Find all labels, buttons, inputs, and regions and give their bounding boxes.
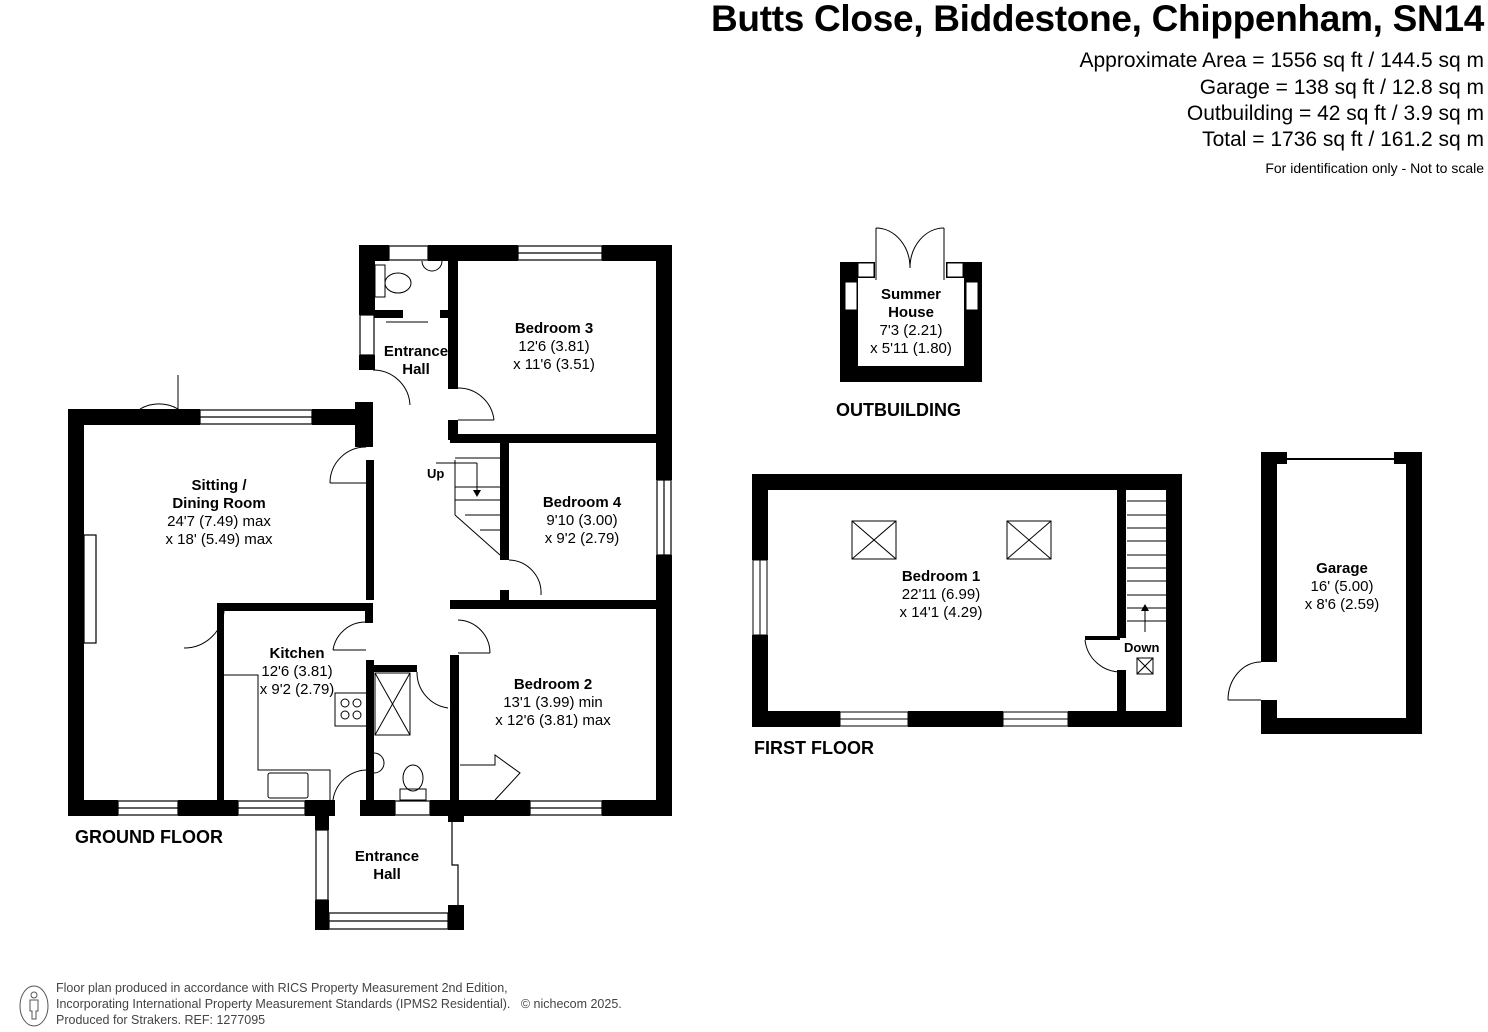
scale-note: For identification only - Not to scale [1265,160,1484,176]
room-summer-house: Summer House 7'3 (2.21) x 5'11 (1.80) [870,286,952,357]
room-bedroom-1: Bedroom 1 22'11 (6.99) x 14'1 (4.29) [899,568,983,621]
garage-walls [1261,452,1422,734]
room-garage: Garage 16' (5.00) x 8'6 (2.59) [1304,560,1380,613]
ground-floor-doors [139,260,542,801]
ground-floor-windows [83,245,672,930]
approximate-area: Approximate Area = 1556 sq ft / 144.5 sq… [1079,49,1485,72]
outbuilding-area: Outbuilding = 42 sq ft / 3.9 sq m [1186,102,1484,125]
outbuilding-windows [844,262,979,311]
outbuilding-label: OUTBUILDING [836,400,961,420]
footer-credits: Floor plan produced in accordance with R… [56,981,622,1027]
ground-floor-walls [68,245,672,930]
first-floor-windows [752,559,1069,727]
copyright: © nichecom 2025. [520,997,622,1011]
ground-floor-label: GROUND FLOOR [75,827,223,847]
room-bedroom-3: Bedroom 3 12'6 (3.81) x 11'6 (3.51) [513,320,595,373]
room-entrance-hall-rear: Entrance Hall [383,343,449,378]
stairs-down-label: Down [1124,640,1160,655]
total-area: Total = 1736 sq ft / 161.2 sq m [1202,128,1484,151]
room-kitchen: Kitchen 12'6 (3.81) x 9'2 (2.79) [259,645,335,698]
room-bedroom-4: Bedroom 4 9'10 (3.00) x 9'2 (2.79) [542,494,622,547]
room-entrance-hall-front: Entrance Hall [354,848,420,883]
property-title: Butts Close, Biddestone, Chippenham, SN1… [710,0,1484,39]
room-bedroom-2: Bedroom 2 13'1 (3.99) min x 12'6 (3.81) … [495,676,611,729]
person-scale-icon [19,985,49,1027]
stairs-up-label: Up [427,466,445,481]
room-sitting-dining: Sitting / Dining Room 24'7 (7.49) max x … [165,477,273,548]
first-floor-walls [752,474,1182,727]
garage-area: Garage = 138 sq ft / 12.8 sq m [1199,76,1484,99]
first-floor-label: FIRST FLOOR [754,738,874,758]
